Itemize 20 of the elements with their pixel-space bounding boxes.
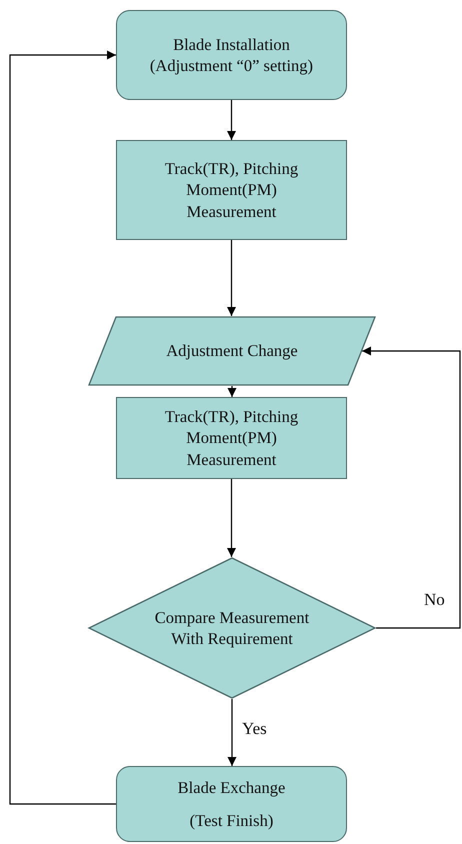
terminal-box bbox=[116, 766, 347, 842]
arrow bbox=[362, 346, 461, 629]
arrow bbox=[228, 386, 236, 397]
node-text: Compare Measurement With Requirement bbox=[154, 606, 310, 650]
node-text: (Test Finish) bbox=[190, 810, 274, 832]
decision-diamond bbox=[88, 557, 376, 699]
process-box bbox=[116, 397, 347, 479]
terminal-box bbox=[116, 10, 347, 100]
arrow bbox=[9, 50, 116, 805]
process-box bbox=[116, 140, 347, 240]
node-text: Blade Exchange bbox=[178, 776, 286, 798]
node-text: Adjustment Change bbox=[166, 340, 298, 362]
arrow bbox=[227, 479, 236, 557]
arrow bbox=[227, 100, 236, 140]
node-text: Blade Installation (Adjustment “0” setting) bbox=[148, 34, 314, 76]
arrow bbox=[227, 240, 236, 316]
input-parallelogram bbox=[88, 316, 376, 386]
node-text: Track(TR), Pitching Moment(PM) Measurement bbox=[164, 406, 300, 470]
arrow bbox=[228, 699, 236, 766]
node-text: Track(TR), Pitching Moment(PM) Measurement bbox=[164, 158, 300, 222]
